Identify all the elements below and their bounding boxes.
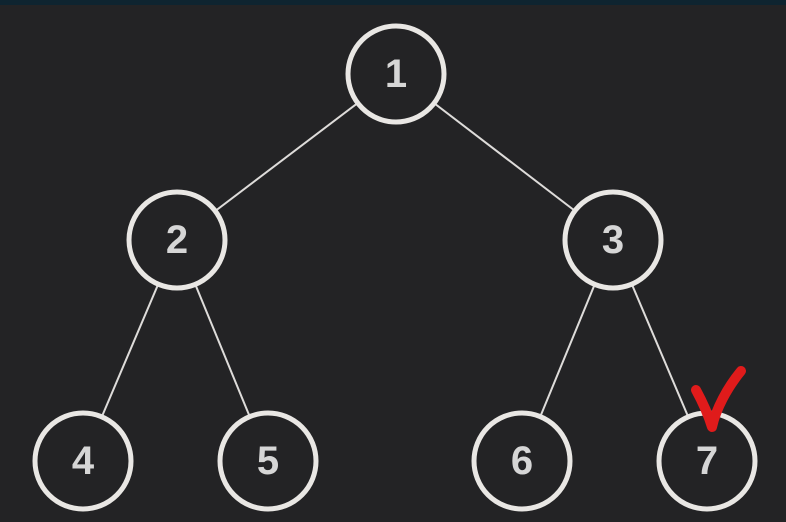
tree-node-label-5: 5	[257, 439, 279, 483]
window-top-bar	[0, 0, 786, 5]
tree-node-label-7: 7	[696, 439, 718, 483]
tree-node-label-3: 3	[602, 218, 624, 262]
tree-node-4	[32, 410, 134, 512]
checkmark-annotation	[691, 366, 746, 432]
tree-node-1	[345, 23, 447, 125]
tree-node-label-6: 6	[511, 439, 533, 483]
tree-node-3	[562, 189, 664, 291]
tree-node-label-1: 1	[385, 52, 407, 96]
tree-node-label-4: 4	[72, 439, 95, 483]
tree-node-label-2: 2	[166, 218, 188, 262]
tree-node-2	[126, 189, 228, 291]
tree-node-6	[471, 410, 573, 512]
tree-node-5	[217, 410, 319, 512]
